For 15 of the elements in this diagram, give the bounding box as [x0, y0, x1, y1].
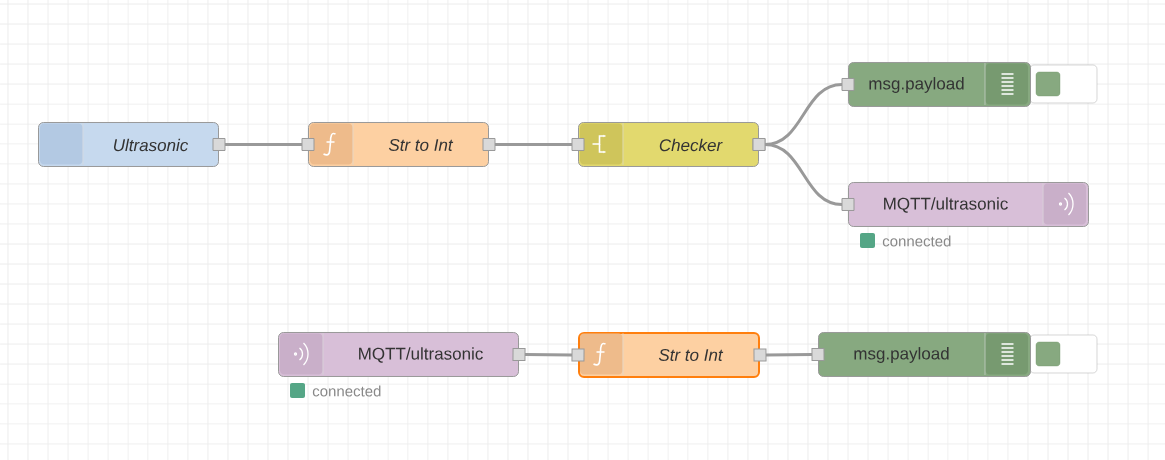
wire	[753, 347, 825, 362]
wire	[512, 347, 585, 362]
wire	[212, 138, 315, 151]
flow-node: msg.payload	[848, 62, 1031, 107]
wire	[752, 138, 855, 211]
status-label: connected	[860, 233, 951, 248]
flow-node: Ultrasonic	[38, 122, 219, 167]
flow-node: Checker	[578, 122, 759, 167]
status-label: connected	[290, 383, 381, 398]
flow-node: MQTT/ultrasonic connected	[848, 182, 1089, 248]
wire	[482, 138, 585, 151]
flow-node: MQTT/ultrasonic connected	[278, 332, 519, 398]
flow-node: Str to Int	[578, 332, 760, 378]
flow-node: msg.payload	[818, 332, 1031, 377]
flow-node: Str to Int	[308, 122, 489, 167]
